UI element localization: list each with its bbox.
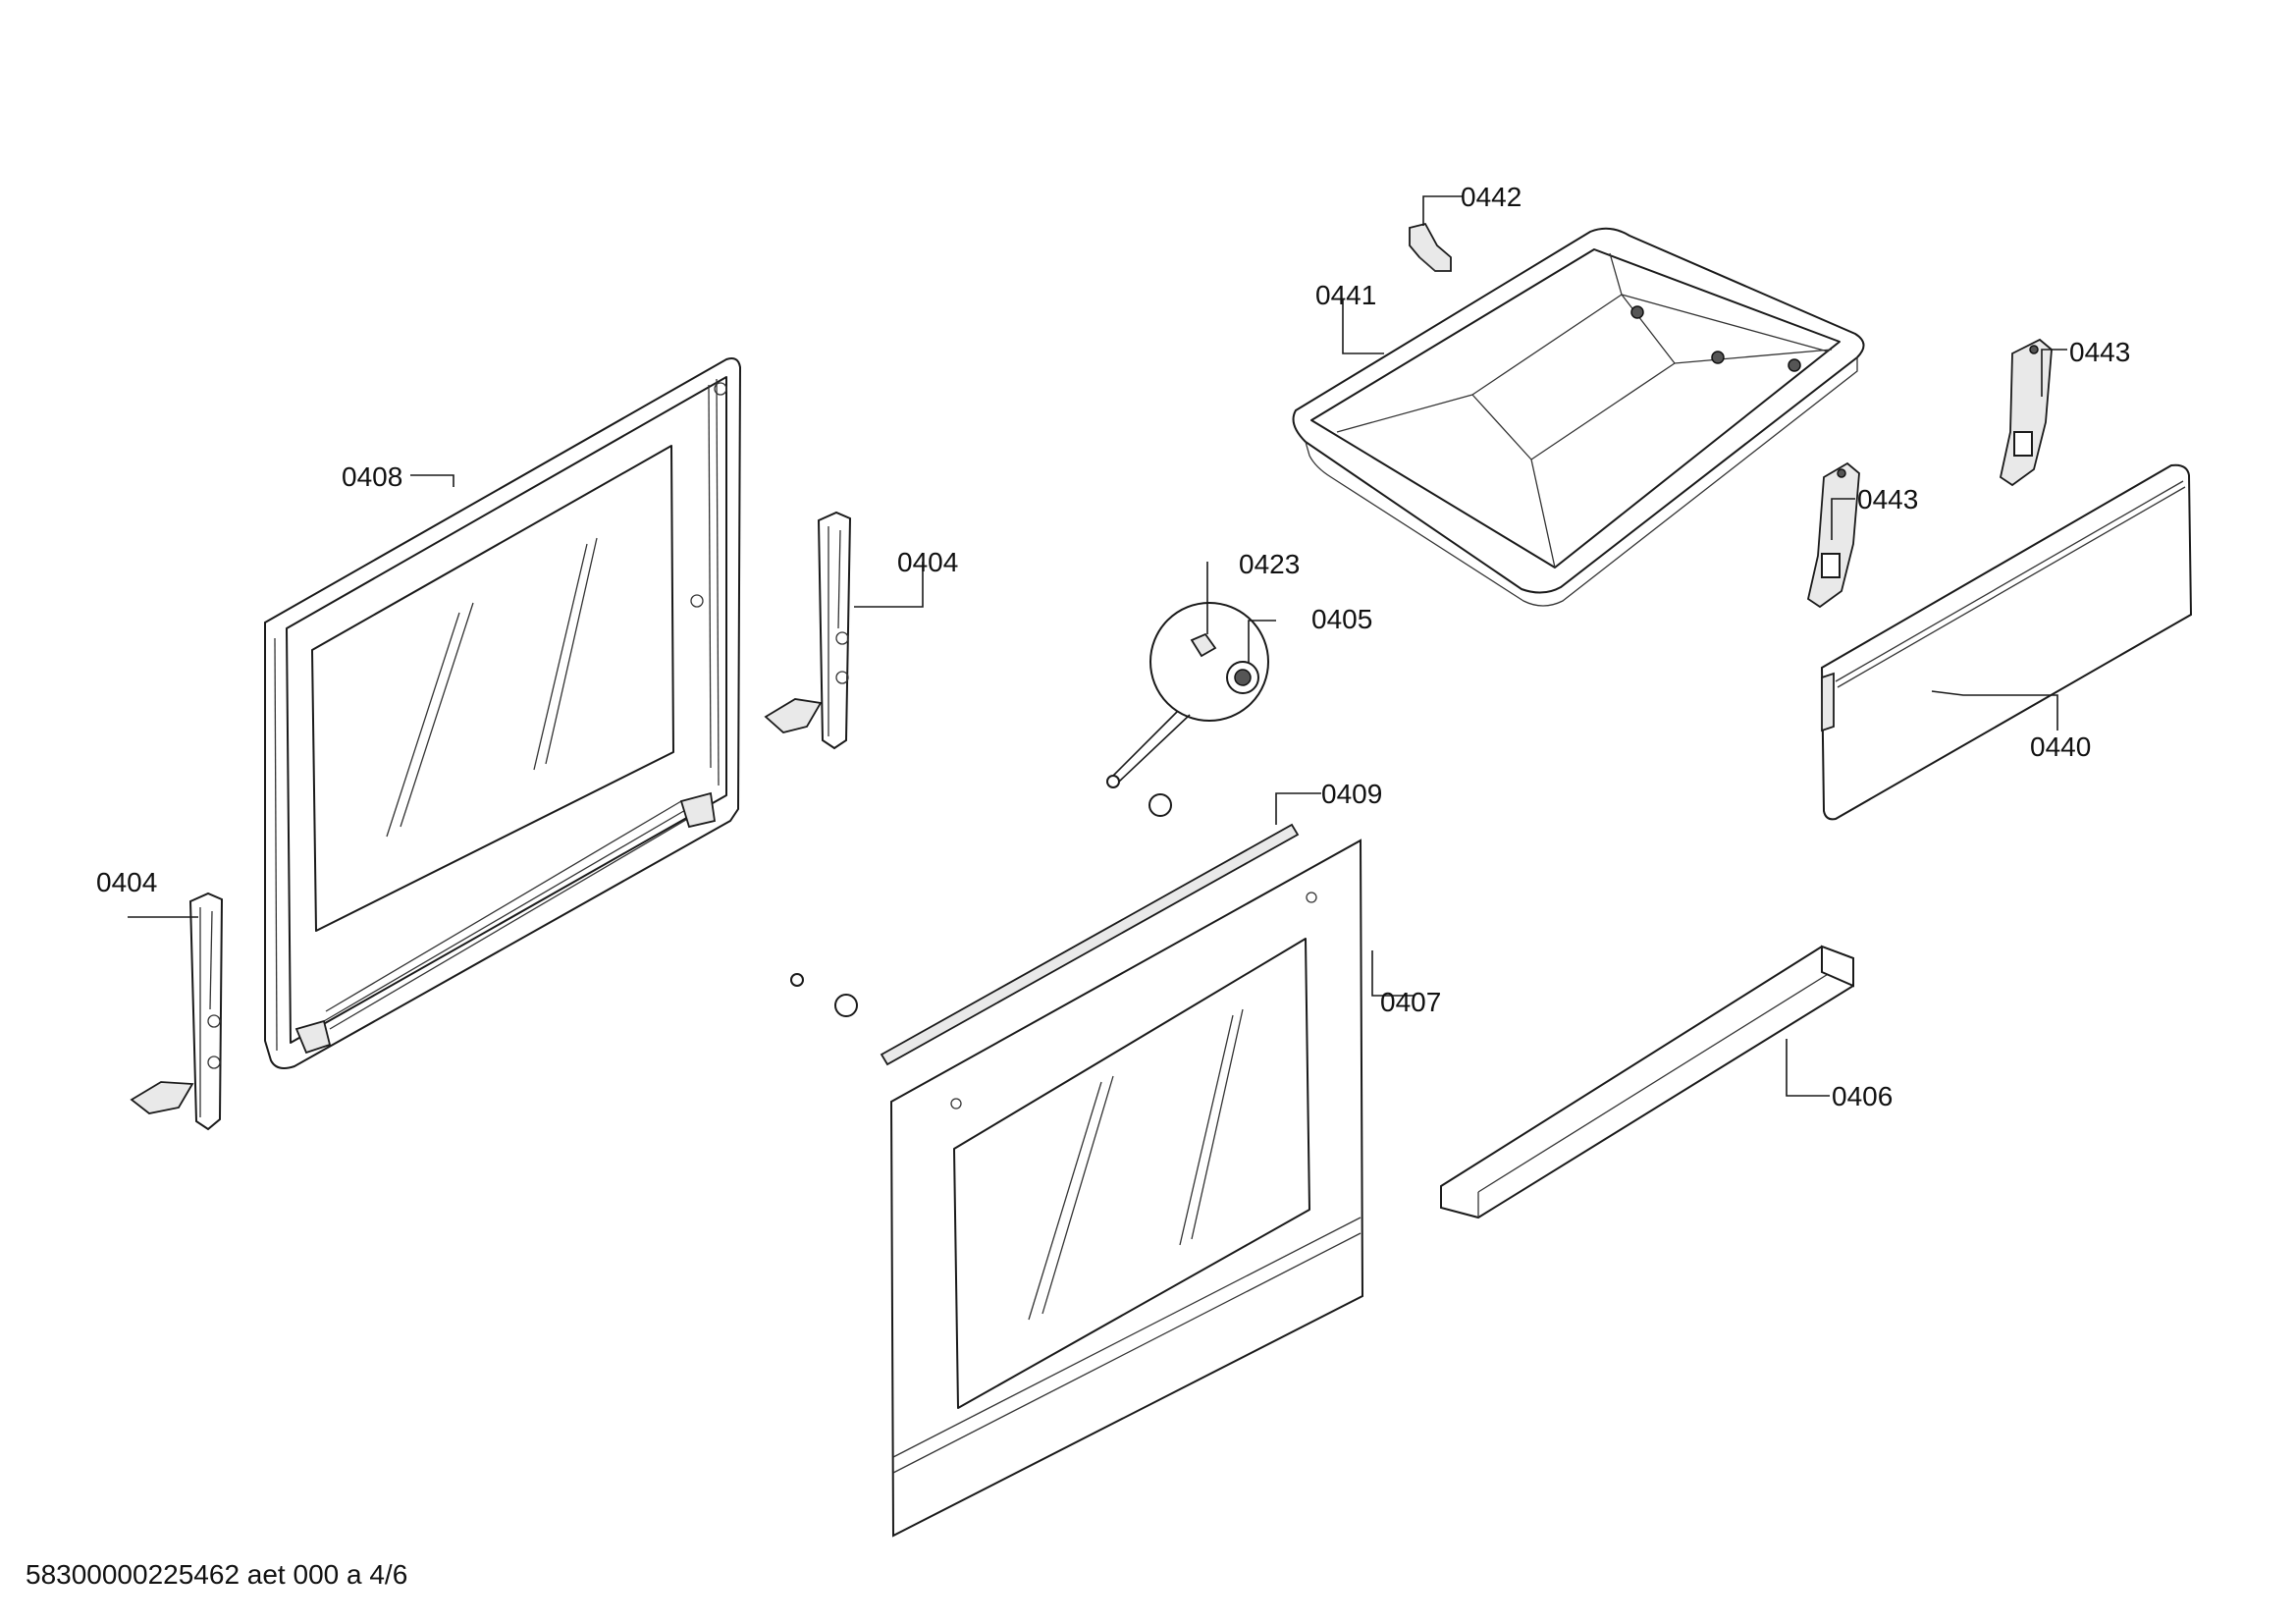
hinge-upper: [764, 511, 852, 750]
label-0440: 0440: [2030, 731, 2091, 762]
door-handle: [1440, 945, 1854, 1219]
label-0443-lower: 0443: [1857, 484, 1918, 514]
label-0405: 0405: [1311, 604, 1372, 634]
label-0407: 0407: [1380, 987, 1441, 1017]
label-0441: 0441: [1315, 280, 1376, 310]
label-0404-upper: 0404: [897, 547, 958, 577]
screw-detail-callout: [790, 602, 1269, 1017]
rail-bracket-upper: [1999, 338, 2053, 487]
label-0443-upper: 0443: [2069, 337, 2130, 367]
outer-door-panel: [889, 839, 1364, 1538]
label-0404-lower: 0404: [96, 867, 157, 897]
inner-door-frame: [264, 357, 742, 1069]
rail-bracket-lower: [1806, 461, 1860, 609]
label-0406: 0406: [1832, 1081, 1893, 1111]
drawer-front-panel: [1820, 463, 2193, 821]
label-0442: 0442: [1461, 182, 1522, 212]
part-labels: 0442 0441 0443 0443 0408 0404 0404 0423 …: [96, 182, 2130, 1111]
hinge-lower: [130, 892, 224, 1131]
tray-clip: [1409, 222, 1452, 272]
door-seal-strip: [880, 823, 1300, 1066]
label-0408: 0408: [342, 461, 402, 492]
label-0409: 0409: [1321, 779, 1382, 809]
baking-tray: [1292, 227, 1865, 607]
document-footer-code: 58300000225462 aet 000 a 4/6: [26, 1559, 408, 1590]
label-0423: 0423: [1239, 549, 1300, 579]
leader-lines: [128, 195, 2067, 1097]
